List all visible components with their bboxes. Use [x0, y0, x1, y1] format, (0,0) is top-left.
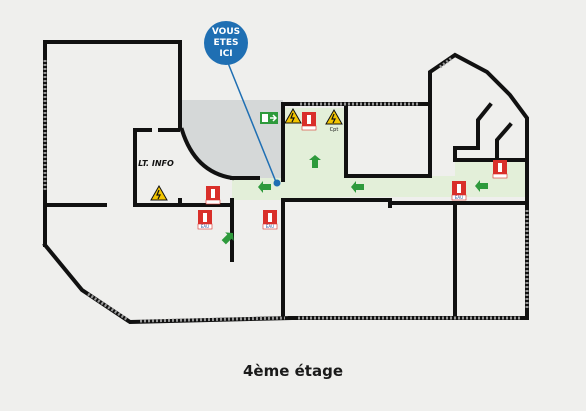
fire-extinguisher-icon: [492, 160, 508, 179]
electrical-hazard-icon: [150, 184, 168, 201]
evacuation-arrow-icon: [475, 180, 488, 192]
grey-stair-zone: [180, 100, 283, 178]
electrical-hazard-icon: [284, 107, 302, 124]
eau-label: EAU: [266, 224, 274, 229]
you-are-here-line-1: VOUS: [212, 27, 240, 37]
evacuation-arrow-icon: [351, 181, 364, 193]
fire-extinguisher-icon: EAU: [262, 210, 278, 230]
electrical-hazard-icon: [325, 108, 343, 125]
fire-extinguisher-icon: [301, 112, 317, 131]
evacuation-arrow-icon: [309, 155, 321, 168]
eau-label: EAU: [201, 224, 209, 229]
you-are-here-marker: VOUS ETES ICI: [204, 21, 281, 187]
evacuation-arrow-icon: [258, 181, 271, 193]
fire-extinguisher-icon: EAU: [451, 181, 467, 201]
you-are-here-line-3: ICI: [219, 49, 232, 59]
eau-label: EAU: [455, 195, 463, 200]
evacuation-arrow-icon: [221, 232, 234, 245]
cpt-label: Cpt: [330, 127, 339, 133]
fire-extinguisher-icon: [205, 186, 221, 205]
you-are-here-line-2: ETES: [214, 38, 239, 48]
room-label-lt-info: LT. INFO: [138, 159, 174, 168]
emergency-exit-icon: [260, 112, 278, 124]
floor-title: 4ème étage: [242, 362, 343, 380]
windows: [43, 56, 529, 323]
fire-extinguisher-icon: EAU: [197, 210, 213, 230]
